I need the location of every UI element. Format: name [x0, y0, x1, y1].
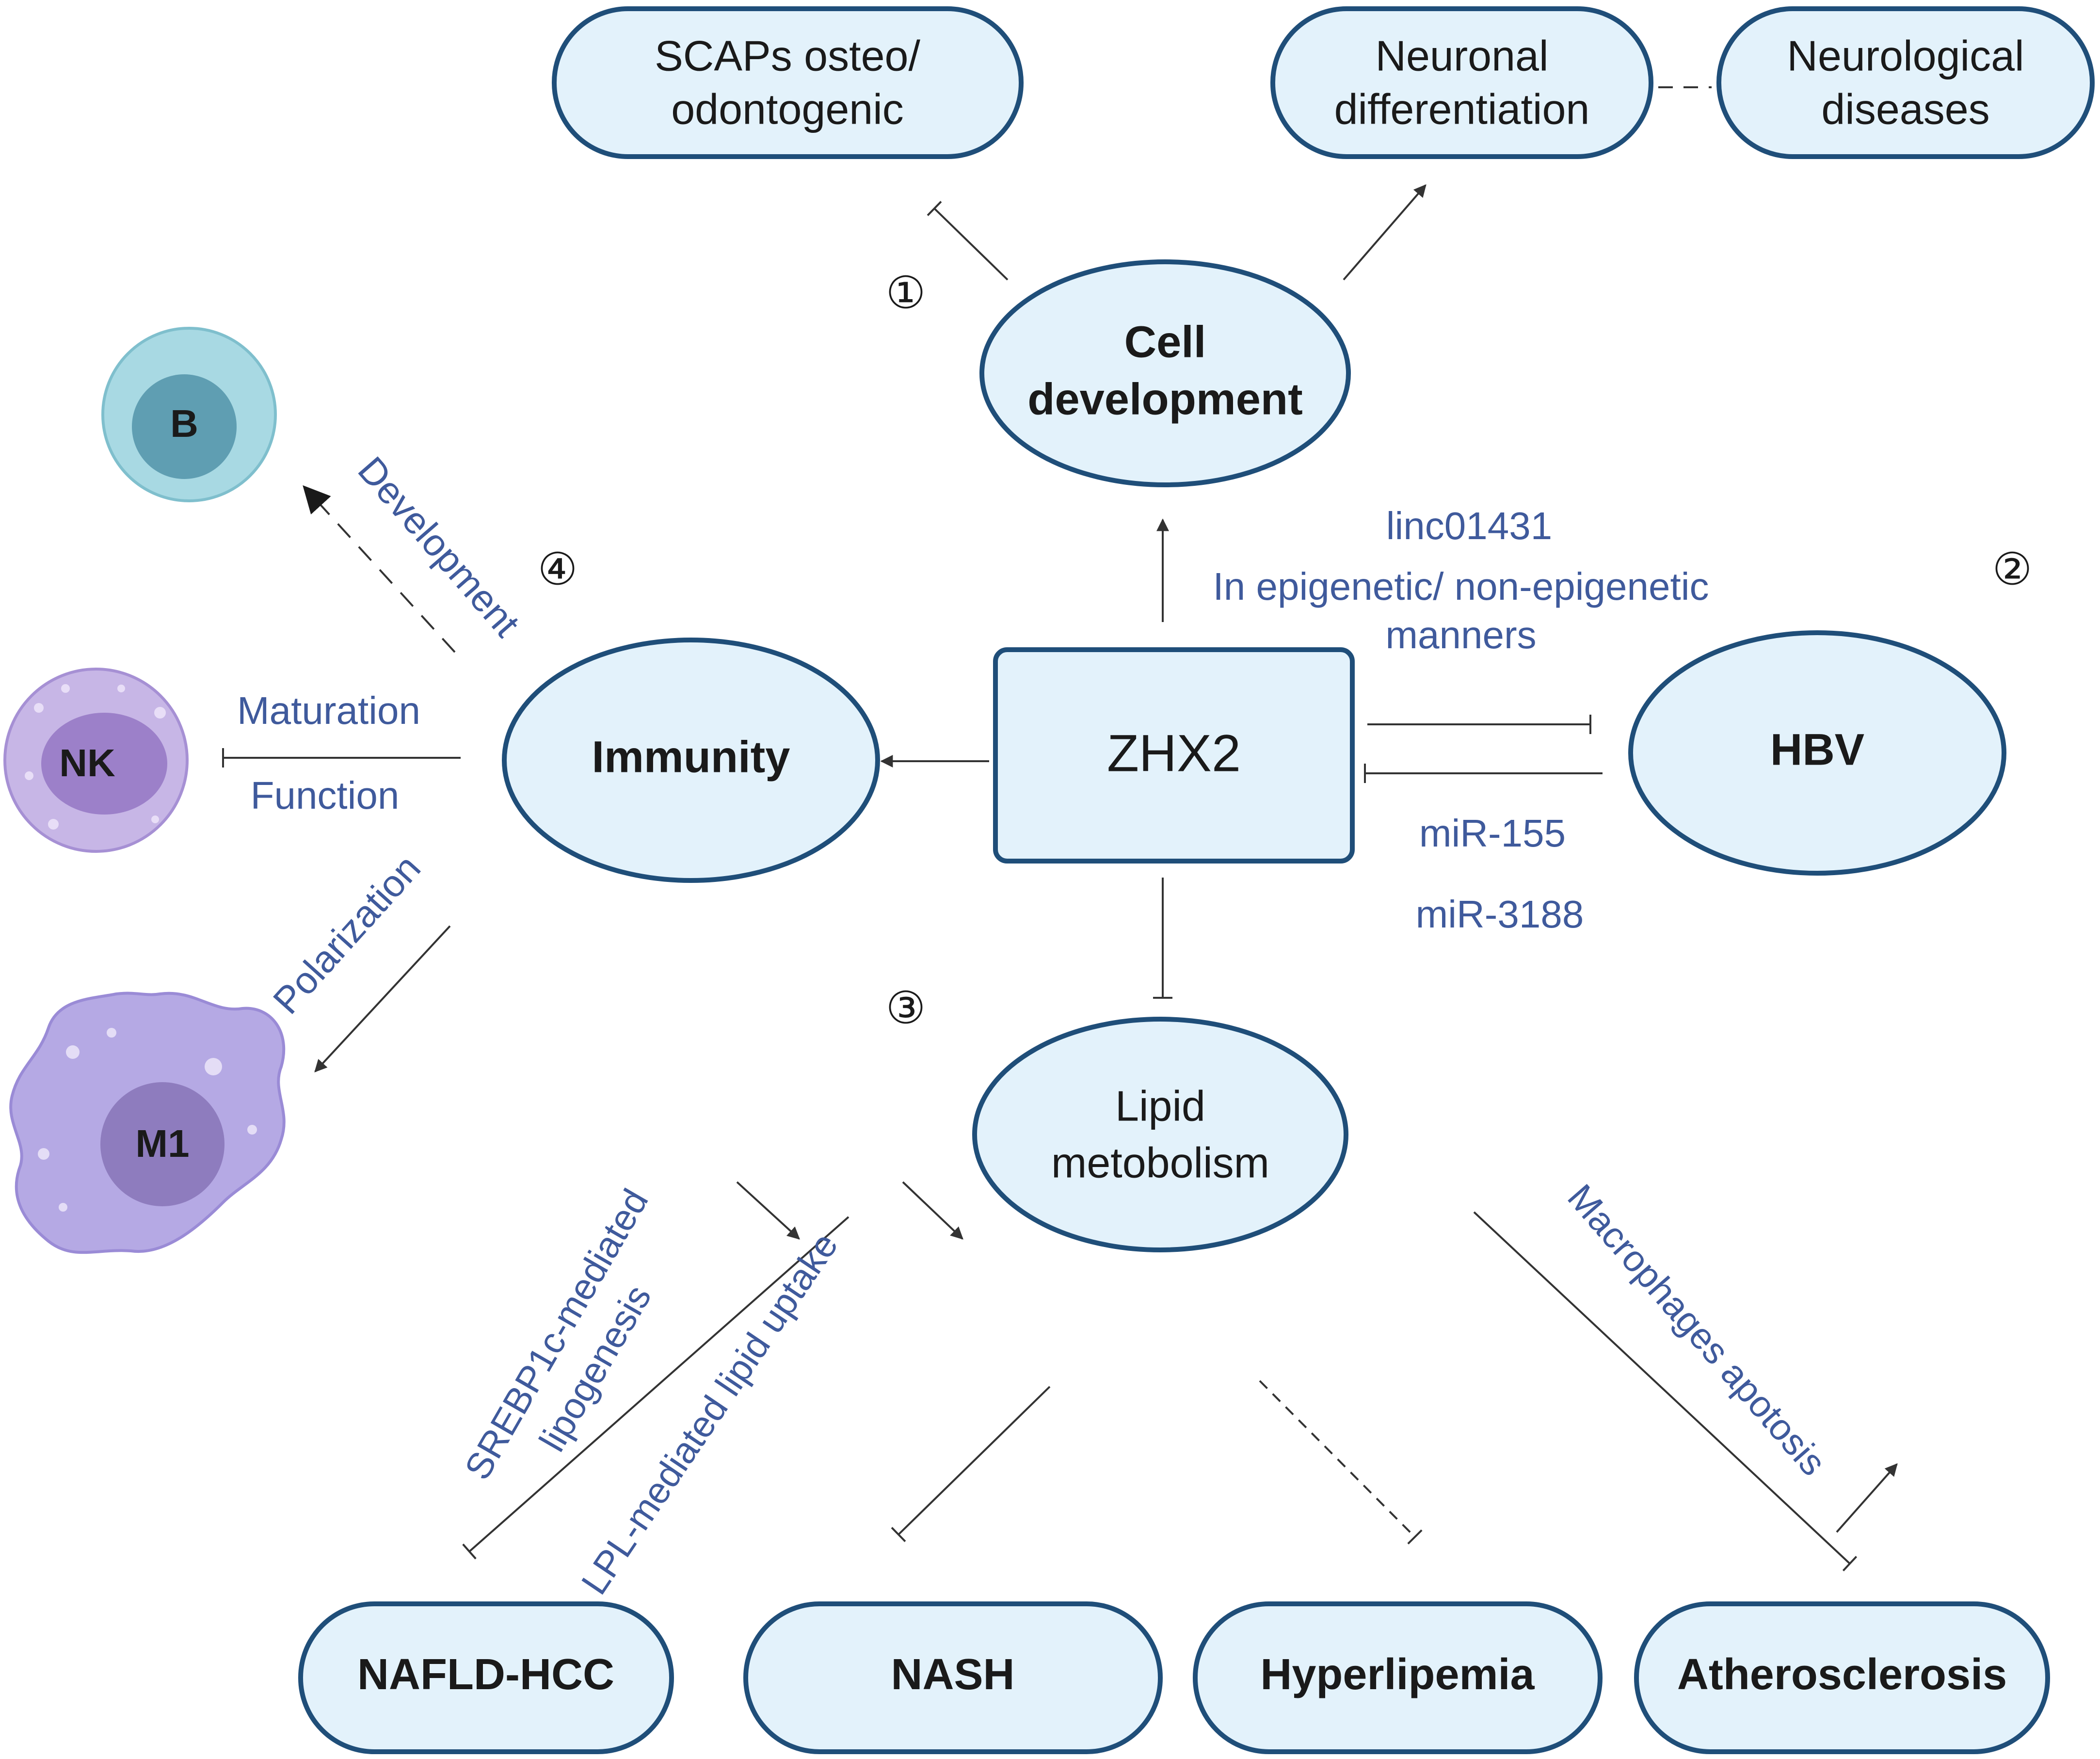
- label-epigenetic-line1: In epigenetic/ non-epigenetic: [1213, 565, 1709, 608]
- node-neurological-diseases: Neurological diseases: [1716, 6, 2095, 159]
- scaps-label-line2: odontogenic: [671, 85, 904, 133]
- edge-lipid-inhibits-nafld-hcc: [462, 1216, 850, 1560]
- edges: [222, 86, 1898, 1571]
- neurological-label-line2: diseases: [1821, 85, 1989, 133]
- number-4: ④: [538, 543, 577, 595]
- immunity-label: Immunity: [592, 732, 790, 782]
- label-mir-3188: miR-3188: [1416, 893, 1584, 936]
- scaps-label-line1: SCAPs osteo/: [655, 32, 920, 80]
- m1-cell-label: M1: [135, 1122, 189, 1165]
- number-1: ①: [886, 267, 926, 319]
- cell-development-label-line2: development: [1027, 374, 1302, 424]
- b-cell-icon: B: [101, 327, 277, 502]
- edge-lipid-inhibits-hyperlipemia-dashed: [1259, 1380, 1423, 1545]
- node-scaps: SCAPs osteo/ odontogenic: [552, 6, 1024, 159]
- neuronal-label-line2: differentiation: [1334, 85, 1590, 133]
- label-epigenetic-line2: manners: [1385, 613, 1536, 656]
- lipid-label-line1: Lipid: [1115, 1082, 1205, 1130]
- node-cell-development: Cell development: [979, 259, 1351, 487]
- label-mir-155: miR-155: [1419, 812, 1566, 855]
- node-immunity: Immunity: [502, 638, 880, 883]
- zhx2-label: ZHX2: [1107, 724, 1241, 783]
- node-nafld-hcc: NAFLD-HCC: [298, 1601, 674, 1754]
- node-zhx2: ZHX2: [993, 647, 1355, 864]
- node-neuronal-differentiation: Neuronal differentiation: [1270, 6, 1653, 159]
- number-2: ②: [1992, 543, 2032, 595]
- label-linc01431: linc01431: [1386, 504, 1553, 547]
- edge-immunity-to-m1: [314, 925, 451, 1072]
- edge-lipid-inhibits-nash: [891, 1386, 1051, 1542]
- nk-cell-label: NK: [59, 741, 115, 784]
- cell-development-label-line1: Cell: [1124, 317, 1206, 367]
- label-polarization: Polarization: [265, 847, 429, 1022]
- hbv-label: HBV: [1770, 725, 1864, 774]
- neurological-label-line1: Neurological: [1787, 32, 2024, 80]
- atherosclerosis-label: Atherosclerosis: [1677, 1650, 2007, 1699]
- edge-cell-dev-promotes-neuronal: [1343, 184, 1427, 281]
- edge-lpl-arrow: [902, 1181, 963, 1240]
- label-development: Development: [350, 448, 528, 645]
- node-nash: NASH: [743, 1601, 1163, 1754]
- lipid-label-line2: metobolism: [1051, 1138, 1269, 1186]
- label-lpl: LPL-mediated lipid uptake: [574, 1226, 846, 1602]
- nash-label: NASH: [891, 1650, 1014, 1699]
- edge-immunity-to-b-cell-dashed: [303, 485, 456, 653]
- node-atherosclerosis: Atherosclerosis: [1634, 1601, 2050, 1754]
- label-function: Function: [251, 774, 400, 817]
- label-maturation: Maturation: [237, 689, 420, 732]
- edge-cell-dev-inhibits-scaps: [927, 201, 1009, 281]
- node-hbv: HBV: [1628, 630, 2006, 876]
- nafld-hcc-label: NAFLD-HCC: [357, 1650, 614, 1699]
- nk-cell-icon: NK: [3, 668, 189, 853]
- neuronal-label-line1: Neuronal: [1375, 32, 1548, 80]
- edge-lipid-inhibits-atherosclerosis: [1473, 1211, 1858, 1571]
- m1-macrophage-icon: M1: [9, 991, 286, 1254]
- number-3: ③: [886, 982, 926, 1034]
- node-hyperlipemia: Hyperlipemia: [1193, 1601, 1603, 1754]
- hyperlipemia-label: Hyperlipemia: [1260, 1650, 1535, 1699]
- edge-srebp-arrow: [736, 1181, 800, 1240]
- b-cell-label: B: [170, 402, 198, 445]
- node-lipid-metabolism: Lipid metobolism: [972, 1017, 1348, 1252]
- edge-macrophages-arrow: [1836, 1463, 1898, 1533]
